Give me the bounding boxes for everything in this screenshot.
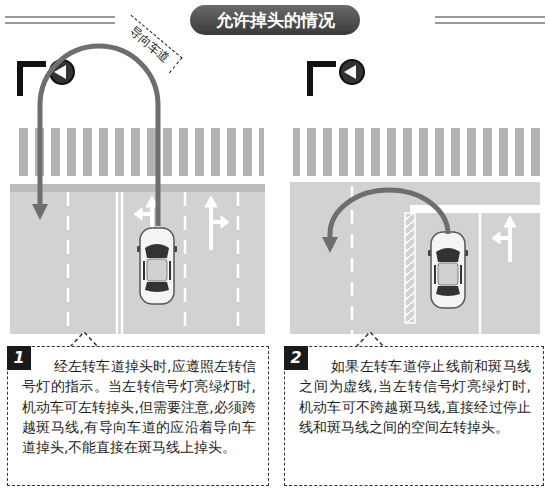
- callout-number: 1: [7, 346, 31, 370]
- lane-lines: [68, 192, 238, 334]
- crosswalk: [293, 128, 541, 176]
- u-turn-arrow: [330, 190, 448, 245]
- traffic-signal-icon: [310, 60, 364, 96]
- title-text: 允许掉头的情况: [208, 5, 342, 35]
- lane-lines: [352, 186, 480, 334]
- note-text: 经左转车道掉头时,应遵照左转信号灯的指示。当左转信号灯亮绿灯时,机动车可左转掉头…: [22, 356, 256, 457]
- road: [10, 184, 265, 334]
- callout-number: 1: [7, 346, 31, 370]
- note-box: 经左转车道掉头时,应遵照左转信号灯的指示。当左转信号灯亮绿灯时,机动车可左转掉头…: [7, 346, 269, 486]
- crosswalk: [12, 128, 264, 176]
- note-text: 如果左转车道停止线前和斑马线之间为虚线,当左转信号灯亮绿灯时,机动车可不跨越斑马…: [299, 356, 531, 437]
- note-text: 导向车道: [122, 19, 176, 69]
- callout-pointer: [70, 332, 384, 347]
- guide-lane-tag: 导向车道: [118, 15, 182, 73]
- left-scene: [10, 46, 265, 334]
- road: [290, 182, 540, 334]
- car: [428, 232, 468, 308]
- right-scene: [290, 60, 541, 334]
- lane-divider: [405, 213, 415, 323]
- stop-line: [410, 205, 540, 213]
- car: [137, 228, 177, 304]
- u-turn-arrow: [40, 46, 158, 226]
- note-box: 如果左转车道停止线前和斑马线之间为虚线,当左转信号灯亮绿灯时,机动车可不跨越斑马…: [284, 346, 544, 486]
- title-banner: 允许掉头的情况: [190, 5, 360, 35]
- callout-number: 2: [284, 346, 308, 370]
- callout-number: 2: [284, 346, 308, 370]
